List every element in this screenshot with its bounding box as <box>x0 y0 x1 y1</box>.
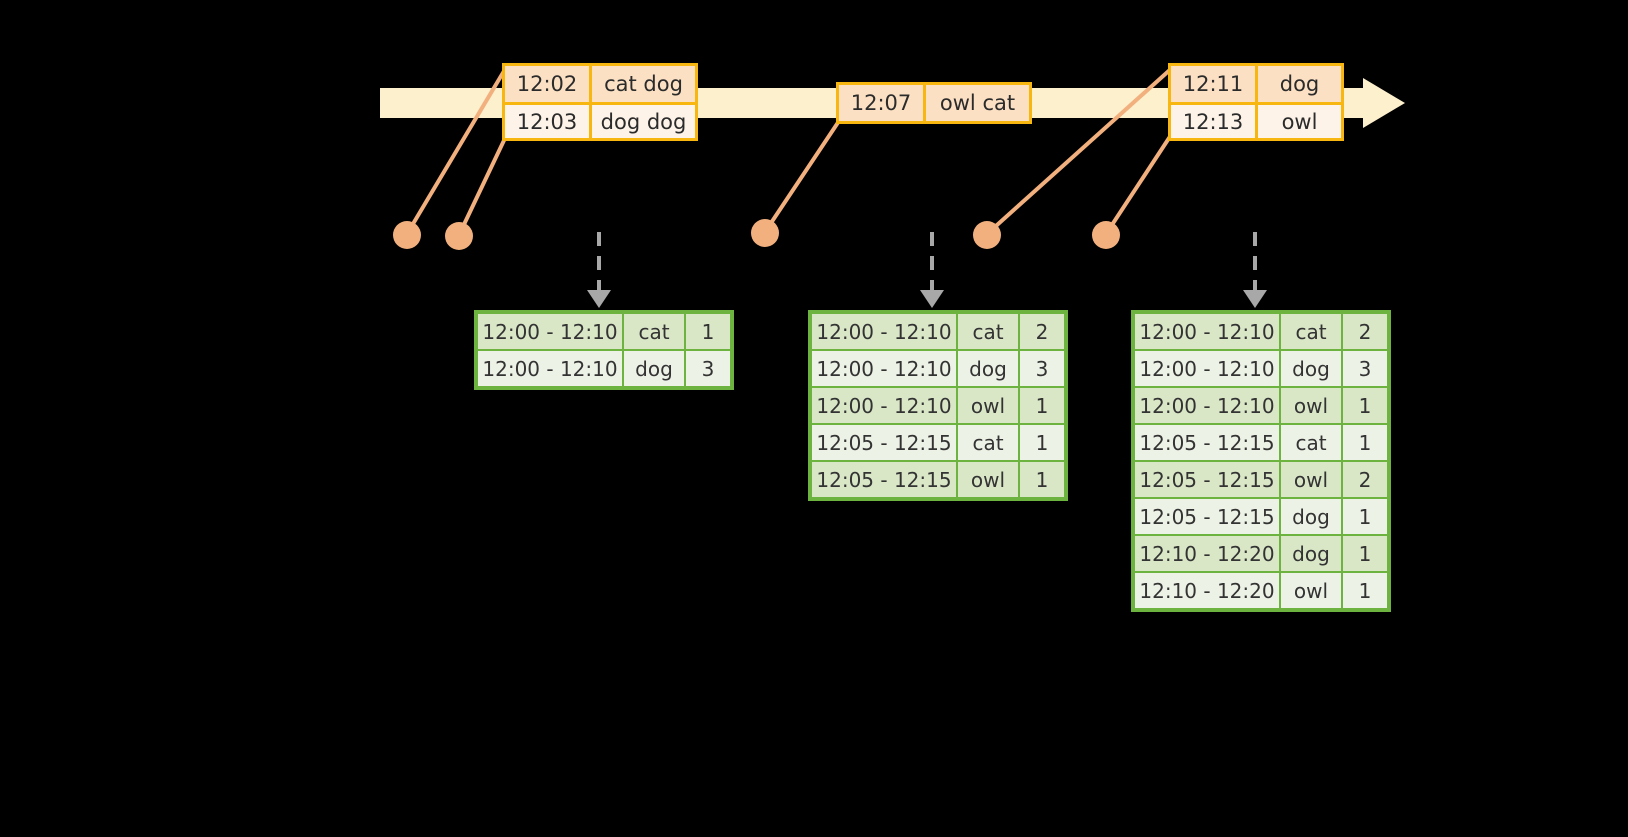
result-count: 2 <box>1343 314 1387 349</box>
arrow-stem <box>930 232 934 292</box>
result-window: 12:05 - 12:15 <box>812 425 956 460</box>
result-count: 1 <box>1343 536 1387 571</box>
result-word: dog <box>1281 536 1341 571</box>
event-time: 12:13 <box>1171 105 1255 138</box>
result-word: owl <box>958 388 1018 423</box>
event-time: 12:11 <box>1171 66 1255 102</box>
result-word: cat <box>1281 425 1341 460</box>
result-window: 12:00 - 12:10 <box>478 314 622 349</box>
result-word: owl <box>1281 462 1341 497</box>
event-words: dog <box>1255 66 1341 102</box>
result-window: 12:00 - 12:10 <box>812 351 956 386</box>
result-word: dog <box>958 351 1018 386</box>
result-word: dog <box>1281 351 1341 386</box>
result-window: 12:00 - 12:10 <box>1135 388 1279 423</box>
result-word: dog <box>624 351 684 386</box>
result-window: 12:00 - 12:10 <box>478 351 622 386</box>
result-window: 12:10 - 12:20 <box>1135 573 1279 608</box>
result-count: 2 <box>1020 314 1064 349</box>
result-count: 1 <box>1343 425 1387 460</box>
result-window: 12:00 - 12:10 <box>1135 314 1279 349</box>
result-count: 2 <box>1343 462 1387 497</box>
result-window: 12:10 - 12:20 <box>1135 536 1279 571</box>
result-count: 1 <box>1343 499 1387 534</box>
result-count: 1 <box>1020 388 1064 423</box>
result-count: 1 <box>686 314 730 349</box>
result-word: owl <box>958 462 1018 497</box>
arrow-head-icon <box>1243 290 1267 308</box>
event-time: 12:07 <box>839 85 923 121</box>
arrow-head-icon <box>587 290 611 308</box>
result-word: dog <box>1281 499 1341 534</box>
event-words: owl cat <box>923 85 1029 121</box>
result-window: 12:05 - 12:15 <box>1135 499 1279 534</box>
result-word: cat <box>624 314 684 349</box>
result-window: 12:00 - 12:10 <box>812 314 956 349</box>
result-window: 12:00 - 12:10 <box>812 388 956 423</box>
result-word: cat <box>958 314 1018 349</box>
emit-arrow-2 <box>920 232 944 310</box>
arrow-stem <box>597 232 601 292</box>
result-window: 12:05 - 12:15 <box>1135 425 1279 460</box>
result-word: owl <box>1281 573 1341 608</box>
result-count: 1 <box>1343 573 1387 608</box>
emit-arrow-1 <box>587 232 611 310</box>
event-words: owl <box>1255 105 1341 138</box>
result-count: 1 <box>1020 462 1064 497</box>
event-words: dog dog <box>589 105 695 138</box>
result-window: 12:05 - 12:15 <box>1135 462 1279 497</box>
result-count: 3 <box>1343 351 1387 386</box>
result-count: 1 <box>1343 388 1387 423</box>
result-window: 12:00 - 12:10 <box>1135 351 1279 386</box>
emit-arrow-3 <box>1243 232 1267 310</box>
result-window: 12:05 - 12:15 <box>812 462 956 497</box>
result-count: 3 <box>686 351 730 386</box>
event-words: cat dog <box>589 66 695 102</box>
result-word: cat <box>958 425 1018 460</box>
arrow-head-icon <box>920 290 944 308</box>
result-count: 1 <box>1020 425 1064 460</box>
result-word: cat <box>1281 314 1341 349</box>
arrow-stem <box>1253 232 1257 292</box>
time-axis-arrow-icon <box>1363 78 1405 128</box>
result-word: owl <box>1281 388 1341 423</box>
result-count: 3 <box>1020 351 1064 386</box>
event-time: 12:03 <box>505 105 589 138</box>
event-time: 12:02 <box>505 66 589 102</box>
